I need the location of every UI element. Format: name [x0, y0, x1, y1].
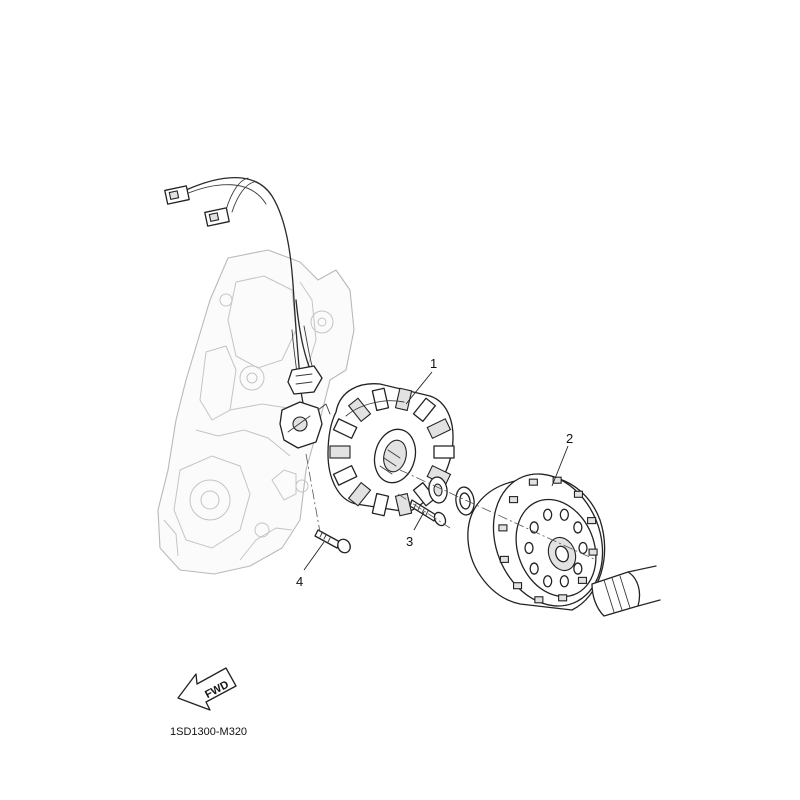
stator-fin [371, 387, 390, 412]
rotor-hole [573, 521, 583, 534]
rotor-magnet-slot [512, 582, 523, 590]
rotor-magnet-slot [587, 517, 597, 525]
stator-fin [394, 387, 413, 412]
rotor-hole [573, 562, 583, 575]
rotor-magnet-slot [558, 594, 568, 602]
assembly-axis-bolt-3 [397, 493, 451, 529]
stator-fin [371, 492, 390, 517]
rotor-hole [543, 508, 553, 521]
spacer-washer [428, 476, 475, 516]
rotor-hole [529, 521, 539, 534]
leader-line-1 [405, 371, 433, 405]
stator-fin [332, 465, 358, 486]
rotor-magnet-slot [498, 524, 508, 532]
callout-2: 2 [566, 431, 573, 446]
rotor-hole [529, 562, 539, 575]
callout-1: 1 [430, 356, 437, 371]
rotor-magnet-slot [508, 496, 519, 504]
rotor-magnet-slot [573, 490, 584, 498]
diagram-code: 1SD1300-M320 [170, 726, 247, 738]
crankshaft-end [591, 565, 661, 617]
leader-line-4 [303, 541, 325, 571]
stator-bolt [409, 499, 447, 527]
stator-fin [412, 397, 436, 422]
crankcase-cover [157, 249, 355, 575]
rotor-magnet-slot [577, 576, 588, 584]
rotor-hole [559, 508, 569, 521]
stator-fin [329, 445, 351, 459]
rotor-flywheel [467, 473, 606, 611]
stator-fin [426, 418, 452, 440]
rotor-magnet-slot [528, 478, 538, 486]
rotor-magnet-slot [499, 555, 509, 563]
callout-4: 4 [296, 574, 303, 589]
stator-fin [332, 418, 358, 439]
stator-fin [394, 492, 413, 517]
rotor-magnet-slot [534, 596, 544, 604]
rotor-hole [578, 541, 588, 555]
stator-fin [347, 397, 372, 423]
assembly-axis-bolt-4 [305, 453, 321, 533]
rotor-magnet-slot [552, 476, 562, 484]
wire-harness [164, 177, 323, 437]
leader-line-2 [551, 445, 569, 487]
stator-fin [433, 445, 455, 459]
pickup-coil [279, 401, 331, 449]
rotor-hole [543, 575, 553, 588]
fwd-arrow: FWD [177, 667, 237, 711]
coil-bolt [314, 529, 351, 554]
rotor-hole [559, 575, 569, 588]
leader-line-3 [413, 511, 425, 531]
rotor-hole [524, 541, 534, 555]
callout-3: 3 [406, 534, 413, 549]
stator-fin [347, 481, 372, 507]
rotor-magnet-slot [588, 548, 598, 556]
